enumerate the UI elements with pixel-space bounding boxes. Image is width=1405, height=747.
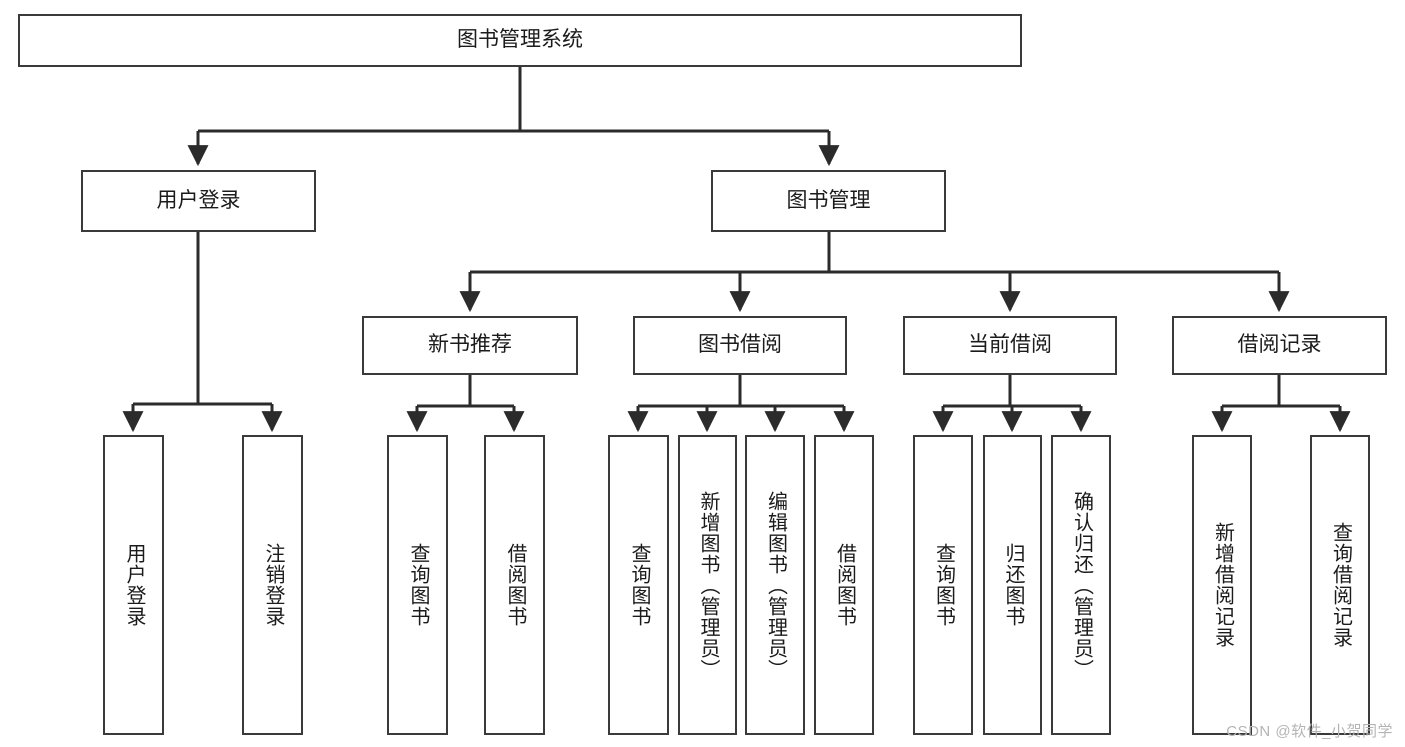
node-leaf-user-login-label: 用户登录 — [123, 543, 145, 627]
node-leaf-query-book-current[interactable]: 查询图书 — [913, 435, 973, 735]
node-current-borrow-label: 当前借阅 — [968, 333, 1052, 357]
node-user-login[interactable]: 用户登录 — [81, 170, 316, 232]
node-leaf-add-book-admin[interactable]: 新增图书（管理员） — [678, 435, 737, 735]
node-leaf-borrow-book-1-label: 借阅图书 — [504, 543, 526, 627]
node-leaf-query-book-2-label: 查询图书 — [628, 543, 650, 627]
node-root[interactable]: 图书管理系统 — [18, 14, 1022, 67]
node-leaf-borrow-book-recommendation[interactable]: 借阅图书 — [484, 435, 545, 735]
node-leaf-edit-book-admin[interactable]: 编辑图书（管理员） — [745, 435, 805, 735]
node-leaf-query-record-label: 查询借阅记录 — [1329, 522, 1352, 648]
node-book-borrow[interactable]: 图书借阅 — [633, 316, 847, 375]
node-leaf-logout-label: 注销登录 — [262, 543, 284, 627]
node-leaf-add-borrow-record[interactable]: 新增借阅记录 — [1192, 435, 1252, 735]
node-new-book-recommendation[interactable]: 新书推荐 — [362, 316, 578, 375]
csdn-watermark: CSDN @软件_小贺同学 — [1226, 723, 1393, 740]
node-borrow-record[interactable]: 借阅记录 — [1172, 316, 1387, 375]
node-leaf-return-book-label: 归还图书 — [1002, 543, 1024, 627]
node-root-label: 图书管理系统 — [457, 28, 583, 52]
node-leaf-query-book-recommendation[interactable]: 查询图书 — [387, 435, 448, 735]
node-leaf-logout[interactable]: 注销登录 — [242, 435, 303, 735]
node-new-book-recommendation-label: 新书推荐 — [428, 333, 512, 357]
node-book-manage[interactable]: 图书管理 — [711, 170, 946, 232]
node-leaf-confirm-return-admin[interactable]: 确认归还（管理员） — [1051, 435, 1111, 735]
node-leaf-borrow-book[interactable]: 借阅图书 — [814, 435, 874, 735]
node-leaf-borrow-book-2-label: 借阅图书 — [833, 543, 856, 627]
node-leaf-edit-book-label: 编辑图书（管理员） — [764, 490, 787, 680]
node-book-manage-label: 图书管理 — [786, 188, 871, 212]
node-leaf-query-book-3-label: 查询图书 — [932, 543, 955, 627]
node-borrow-record-label: 借阅记录 — [1237, 333, 1322, 357]
node-current-borrow[interactable]: 当前借阅 — [903, 316, 1117, 375]
node-book-borrow-label: 图书借阅 — [698, 333, 782, 357]
node-leaf-add-record-label: 新增借阅记录 — [1211, 522, 1234, 648]
node-leaf-query-borrow-record[interactable]: 查询借阅记录 — [1310, 435, 1370, 735]
node-leaf-confirm-return-label: 确认归还（管理员） — [1070, 490, 1093, 680]
node-user-login-label: 用户登录 — [156, 188, 241, 212]
node-leaf-user-login[interactable]: 用户登录 — [103, 435, 164, 735]
node-leaf-return-book[interactable]: 归还图书 — [983, 435, 1042, 735]
node-leaf-query-book-borrow[interactable]: 查询图书 — [608, 435, 669, 735]
node-leaf-query-book-1-label: 查询图书 — [407, 543, 429, 627]
node-leaf-add-book-label: 新增图书（管理员） — [697, 490, 719, 680]
